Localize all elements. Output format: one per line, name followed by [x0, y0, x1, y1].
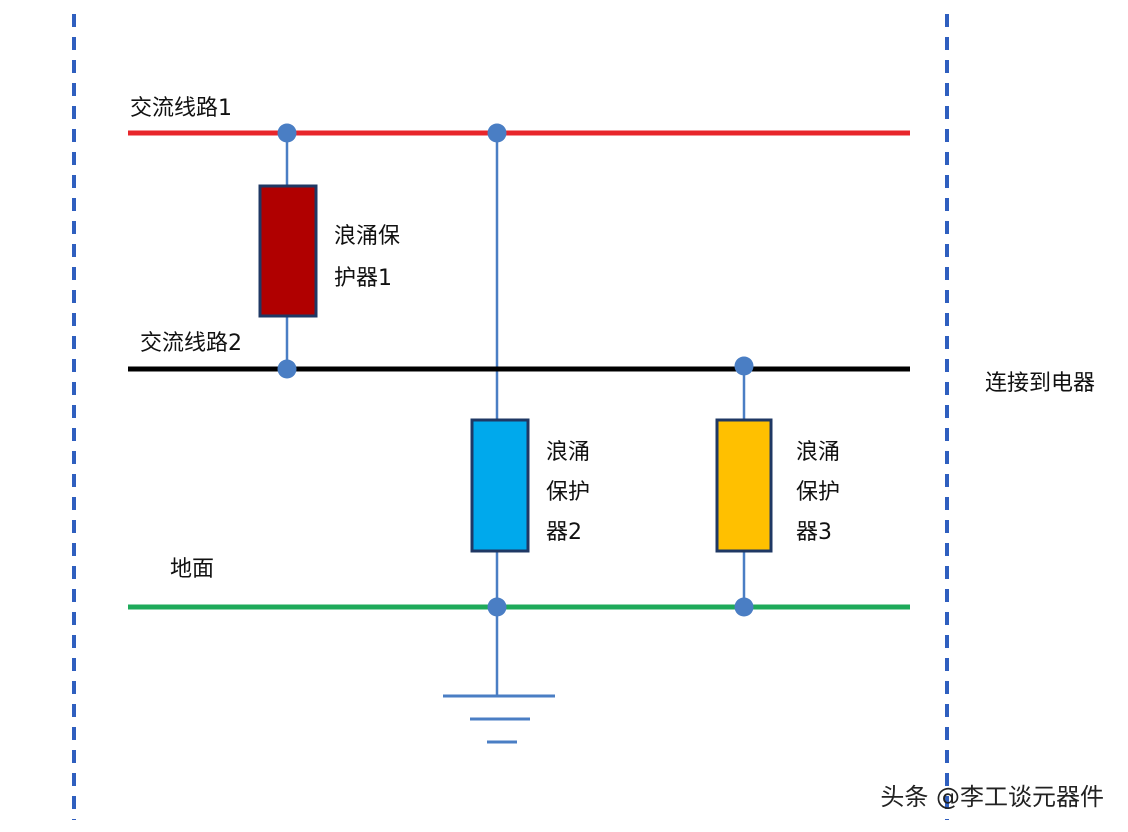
surge-protector-2-label-line: 保护	[546, 480, 591, 505]
ground-symbol	[443, 694, 555, 744]
ac-line-1-label: 交流线路1	[130, 96, 232, 121]
node	[277, 123, 297, 143]
surge-protector-3	[715, 418, 773, 553]
surge-protector-2-label-line: 浪涌	[546, 440, 591, 465]
device-connection-label: 连接到电器	[985, 371, 1096, 396]
ac-line-2-label: 交流线路2	[140, 331, 242, 356]
surge-protector-2-label: 浪涌 保护 器2	[546, 433, 590, 553]
surge-protector-1-label-line: 浪涌保	[334, 224, 401, 249]
node	[277, 359, 297, 379]
node	[734, 356, 754, 376]
watermark: 头条 @李工谈元器件	[880, 783, 1104, 811]
surge-protector-1	[258, 184, 318, 318]
surge-protector-3-label-line: 浪涌	[796, 440, 841, 465]
surge-protector-3-label: 浪涌 保护 器3	[796, 433, 840, 553]
surge-protector-1-label-line: 护器1	[334, 266, 392, 291]
node	[487, 597, 507, 617]
node	[734, 597, 754, 617]
surge-protector-1-label: 浪涌保 护器1	[334, 216, 400, 300]
surge-protector-3-label-line: 器3	[796, 520, 832, 545]
ground-label: 地面	[170, 557, 215, 582]
surge-protector-2	[470, 418, 530, 553]
surge-protector-3-label-line: 保护	[796, 480, 841, 505]
surge-protector-2-label-line: 器2	[546, 520, 582, 545]
node	[487, 123, 507, 143]
